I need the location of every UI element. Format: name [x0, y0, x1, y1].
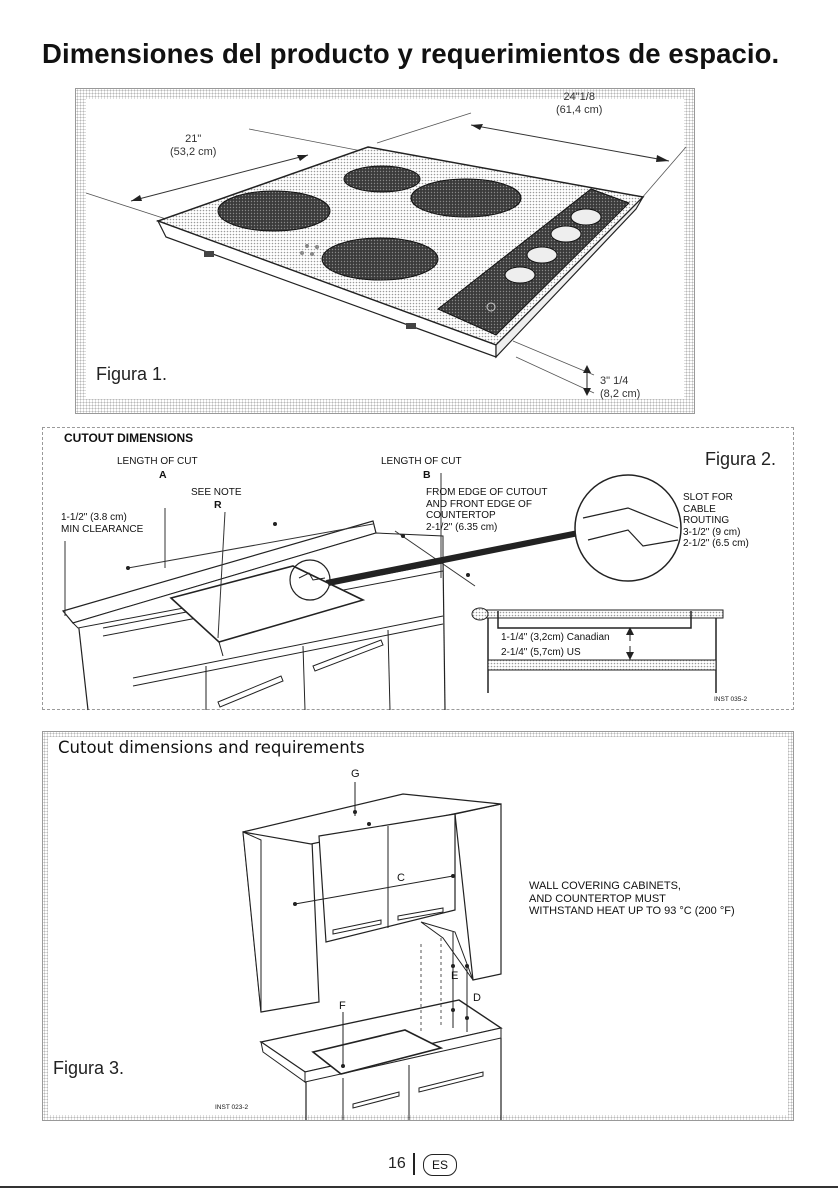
figure-3-panel: Cutout dimensions and requirements G C E… [42, 731, 794, 1121]
letter-g: G [351, 768, 360, 780]
cabinet-illustration [242, 782, 503, 1120]
width-dimension-label: 24"1/8(61,4 cm) [556, 91, 603, 116]
clearance-label: 1-1/2" (3.8 cm)MIN CLEARANCE [61, 512, 144, 535]
letter-c: C [397, 872, 405, 884]
figure-1-label: Figura 1. [96, 364, 168, 384]
cutout-illustration [61, 473, 724, 711]
figure-2-label: Figura 2. [705, 449, 777, 469]
figure-1-panel: 21"(53,2 cm) 24"1/8(61,4 cm) 3" 1/4(8,2 … [75, 88, 695, 414]
letter-e: E [451, 970, 459, 982]
length-of-cut-a-label: LENGTH OF CUT [117, 456, 198, 467]
depth-us-label: 2-1/4" (5,7cm) US [501, 647, 581, 658]
depth-dimension-label: 21"(53,2 cm) [170, 133, 217, 158]
bottom-rule [0, 1186, 838, 1188]
depth-canadian-label: 1-1/4" (3,2cm) Canadian [501, 632, 610, 643]
page-title: Dimensiones del producto y requerimiento… [42, 38, 780, 69]
letter-b: B [423, 469, 431, 481]
cooktop-illustration [85, 112, 687, 396]
footer-separator [413, 1153, 415, 1175]
height-dimension-label: 3" 1/4(8,2 cm) [600, 375, 641, 400]
letter-a: A [159, 469, 167, 481]
figure-2-panel: CUTOUT DIMENSIONS LENGTH OF CUT A LENGTH… [42, 427, 794, 711]
page-number: 16 [388, 1155, 406, 1172]
heat-warning-note: WALL COVERING CABINETS,AND COUNTERTOP MU… [529, 880, 735, 918]
figure-3-code: INST 023-2 [215, 1104, 249, 1111]
letter-d: D [473, 992, 481, 1004]
letter-f: F [339, 1000, 346, 1012]
figure-2-code: INST 035-2 [714, 696, 748, 703]
length-of-cut-b-label: LENGTH OF CUT [381, 456, 462, 467]
cutout-requirements-heading: Cutout dimensions and requirements [58, 738, 365, 757]
figure-3-label: Figura 3. [53, 1058, 125, 1078]
cutout-heading: CUTOUT DIMENSIONS [64, 431, 194, 445]
letter-r: R [214, 499, 222, 511]
see-note-label: SEE NOTE [191, 487, 242, 498]
language-badge: ES [423, 1154, 457, 1176]
